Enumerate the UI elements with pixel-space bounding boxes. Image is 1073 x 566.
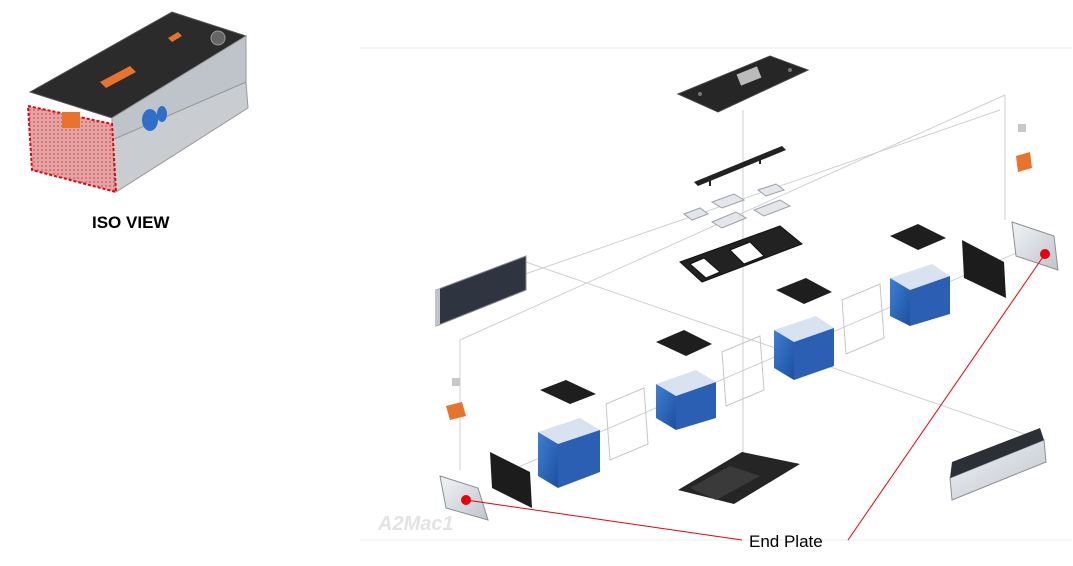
left-bracket-assembly bbox=[446, 378, 466, 420]
battery-cell-3 bbox=[774, 316, 834, 380]
busbar-strip bbox=[694, 146, 786, 186]
cell-carrier-frame bbox=[679, 225, 803, 283]
busbar-plates bbox=[682, 183, 792, 229]
end-plate-callout bbox=[461, 249, 1050, 541]
cell-top-gaskets bbox=[540, 224, 946, 404]
iso-view-label: ISO VIEW bbox=[92, 213, 170, 232]
watermark-text: A2Mac1 bbox=[377, 513, 454, 535]
insulation-pads bbox=[490, 240, 1006, 508]
right-bracket-assembly bbox=[1016, 124, 1032, 172]
battery-cell-2 bbox=[656, 370, 716, 430]
battery-cell-1 bbox=[538, 418, 600, 488]
iso-module-illustration bbox=[26, 11, 249, 194]
end-plate-marker-left bbox=[461, 495, 471, 505]
end-plate-marker-right bbox=[1040, 249, 1050, 259]
diagram-frame-lines bbox=[360, 47, 1072, 541]
end-plate-label: End Plate bbox=[749, 532, 823, 551]
right-side-plate bbox=[949, 428, 1047, 501]
left-side-plate bbox=[435, 255, 527, 327]
spacer-sheets bbox=[605, 283, 885, 461]
battery-cell-4 bbox=[890, 264, 950, 326]
assembly-guide-lines bbox=[449, 94, 1043, 476]
bottom-thermal-sheet bbox=[678, 452, 800, 504]
right-end-plate bbox=[1011, 221, 1059, 271]
top-cover bbox=[676, 55, 810, 113]
